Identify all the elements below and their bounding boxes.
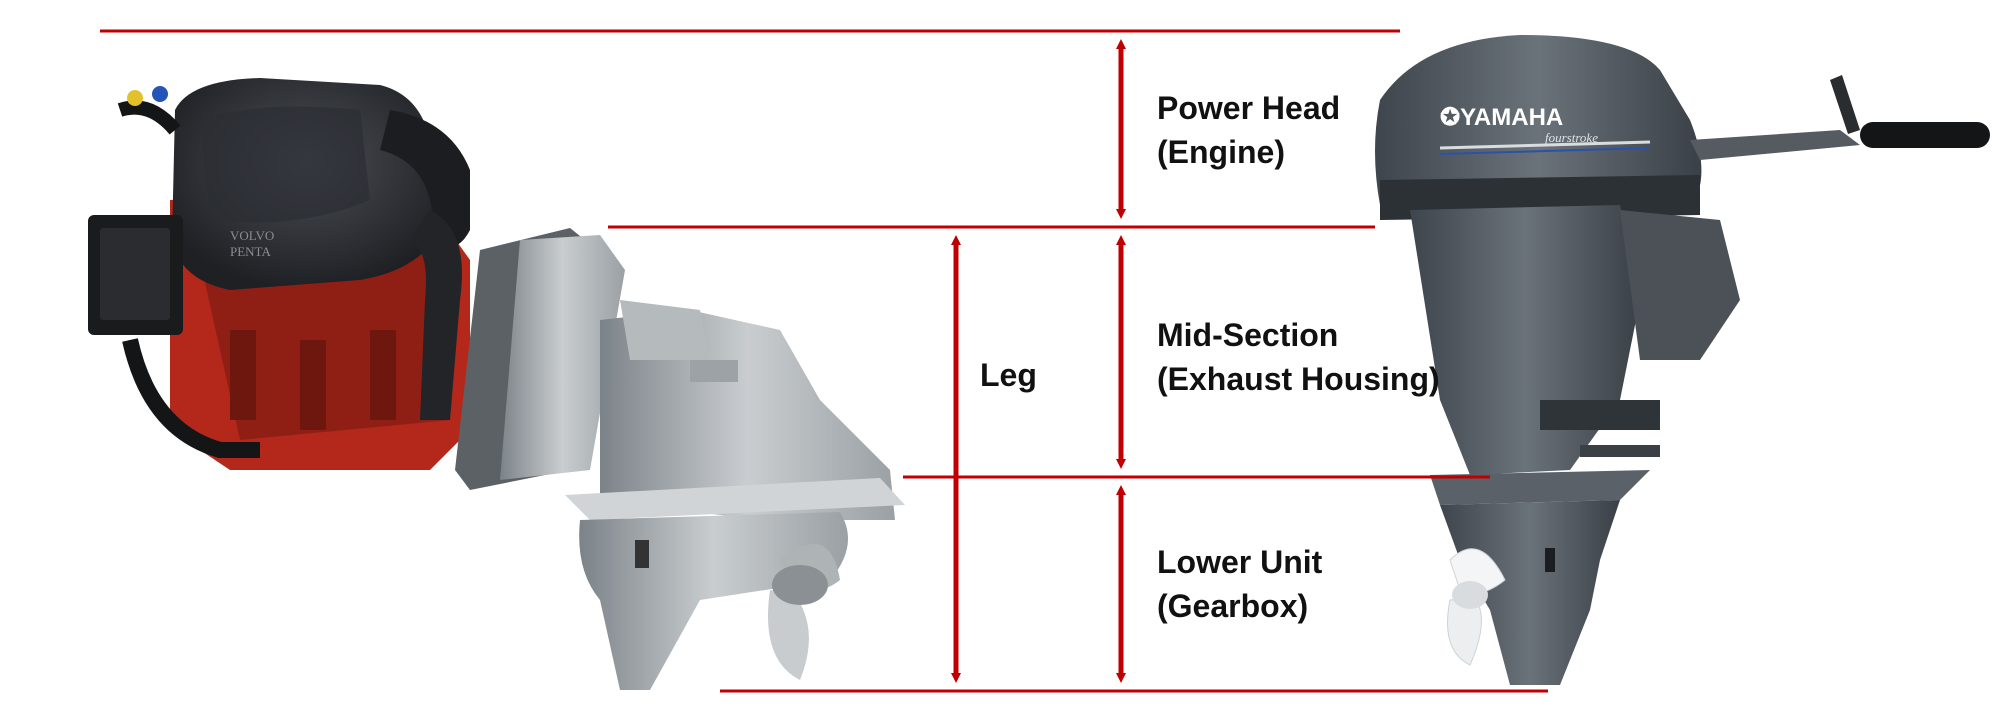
leg-label: Leg <box>980 357 1037 393</box>
sterndrive-engine-image: VOLVO PENTA <box>88 78 905 690</box>
outdrive-leg <box>455 228 905 690</box>
engine-cover: VOLVO PENTA <box>172 78 440 290</box>
yamaha-logo: ✪YAMAHA <box>1440 104 1563 131</box>
intake-hose <box>380 110 470 250</box>
coolant-cap <box>152 86 168 102</box>
lower-unit-label: Lower Unit (Gearbox) <box>1157 544 1323 624</box>
oil-cap <box>127 90 143 106</box>
measurement-lines <box>100 29 1548 693</box>
engine-cowling <box>1375 35 1702 205</box>
svg-text:PENTA: PENTA <box>230 244 271 259</box>
tiller-handle <box>1690 130 1860 160</box>
exhaust-pipe <box>410 210 462 420</box>
mid-section-label: Mid-Section (Exhaust Housing) <box>1157 317 1440 397</box>
exhaust-housing <box>1410 205 1640 475</box>
power-head-label: Power Head (Engine) <box>1157 90 1341 170</box>
tiller-grip <box>1860 122 1990 148</box>
svg-text:fourstroke: fourstroke <box>1545 130 1598 145</box>
volvo-penta-mark: VOLVO <box>230 228 274 243</box>
outboard-motor-image: ✪YAMAHA fourstroke <box>1375 35 1990 685</box>
gearcase <box>1440 500 1620 685</box>
transom-clamp <box>1620 210 1740 360</box>
